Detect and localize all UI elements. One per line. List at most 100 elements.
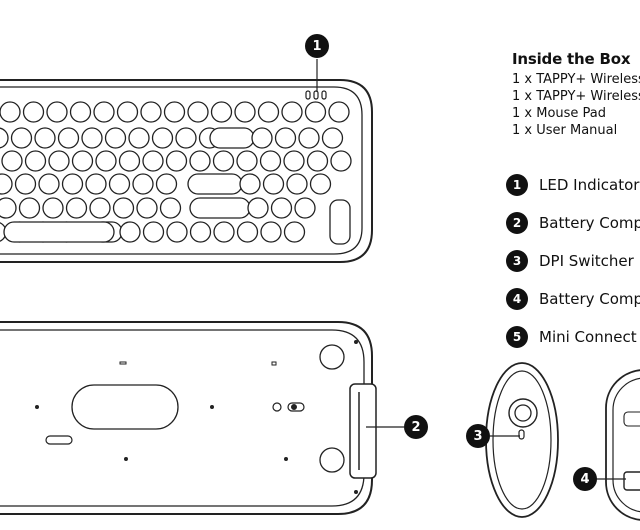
legend-item: 5 Mini Connect xyxy=(506,318,640,356)
keycap xyxy=(89,197,111,219)
callout-4-badge: 4 xyxy=(573,467,597,491)
keycap xyxy=(259,150,282,172)
keycap xyxy=(108,173,131,195)
keycap xyxy=(251,127,273,149)
keycap xyxy=(166,221,188,243)
keycap xyxy=(306,150,329,172)
keycap xyxy=(116,101,139,123)
keycap-grid xyxy=(0,101,352,245)
keycap xyxy=(142,221,165,243)
legend-label: Battery Comp xyxy=(539,290,640,308)
legend-item: 4 Battery Comp xyxy=(506,280,640,318)
keycap xyxy=(236,221,259,243)
keycap xyxy=(1,150,23,172)
keycap xyxy=(159,197,182,219)
keycap xyxy=(286,173,308,195)
mouse-top-view xyxy=(485,362,559,518)
keycap xyxy=(0,197,17,219)
number-badge: 5 xyxy=(506,326,528,348)
keycap xyxy=(95,150,117,172)
keycap xyxy=(328,101,350,123)
inside-box-title: Inside the Box xyxy=(512,50,631,68)
keyboard-top-view xyxy=(0,79,373,263)
keycap xyxy=(247,197,269,219)
keycap xyxy=(10,127,33,149)
keycap xyxy=(163,101,186,123)
keycap xyxy=(0,101,21,123)
keycap xyxy=(212,150,235,172)
keycap xyxy=(234,101,256,123)
number-badge: 1 xyxy=(506,174,528,196)
legend-item: 2 Battery Comp xyxy=(506,204,640,242)
keycap xyxy=(81,127,103,149)
led-indicator-lights xyxy=(305,90,327,100)
keycap xyxy=(274,127,297,149)
keycap xyxy=(14,173,37,195)
legend-label: LED Indicator xyxy=(539,176,640,194)
keycap xyxy=(46,101,68,123)
keycap xyxy=(18,197,41,219)
keycap xyxy=(187,101,209,123)
legend-label: DPI Switcher xyxy=(539,252,634,270)
keycap xyxy=(22,101,45,123)
keycap xyxy=(128,127,150,149)
keycap xyxy=(210,101,233,123)
keycap xyxy=(283,221,306,243)
keycap xyxy=(69,101,92,123)
keycap xyxy=(304,101,327,123)
keycap xyxy=(0,173,13,195)
keycap xyxy=(281,101,303,123)
keycap-wide xyxy=(189,197,251,219)
legend-label: Battery Comp xyxy=(539,214,640,232)
keycap xyxy=(270,197,293,219)
keycap xyxy=(260,221,282,243)
keycap xyxy=(136,197,158,219)
feature-legend: 1 LED Indicator 2 Battery Comp 3 DPI Swi… xyxy=(506,166,640,356)
keycap xyxy=(257,101,280,123)
legend-label: Mini Connect xyxy=(539,328,637,346)
keycap xyxy=(24,150,47,172)
legend-item: 3 DPI Switcher xyxy=(506,242,640,280)
keycap xyxy=(236,150,258,172)
keycap xyxy=(294,197,316,219)
number-badge: 3 xyxy=(506,250,528,272)
keycap xyxy=(57,127,80,149)
keycap-wide xyxy=(3,221,115,243)
keycap xyxy=(140,101,162,123)
keycap xyxy=(104,127,127,149)
keycap xyxy=(189,150,211,172)
number-badge: 4 xyxy=(506,288,528,310)
box-item: 1 x TAPPY+ Wireless xyxy=(512,89,640,104)
box-item: 1 x User Manual xyxy=(512,123,618,138)
keycap xyxy=(155,173,178,195)
keycap xyxy=(239,173,261,195)
screw-holes xyxy=(35,340,358,494)
keycap xyxy=(213,221,235,243)
keycap xyxy=(165,150,188,172)
box-item: 1 x TAPPY+ Wireless xyxy=(512,72,640,87)
keycap xyxy=(34,127,56,149)
keycap xyxy=(175,127,197,149)
keycap xyxy=(93,101,115,123)
keycap-wide xyxy=(209,127,255,149)
keycap-enter xyxy=(329,199,351,245)
keycap xyxy=(298,127,320,149)
keycap xyxy=(132,173,154,195)
box-item: 1 x Mouse Pad xyxy=(512,106,607,121)
keycap xyxy=(151,127,174,149)
keycap xyxy=(85,173,107,195)
keycap xyxy=(321,127,344,149)
keycap xyxy=(309,173,332,195)
dpi-button xyxy=(518,429,525,440)
keycap xyxy=(42,197,64,219)
keycap xyxy=(119,221,141,243)
keycap xyxy=(118,150,141,172)
keycap xyxy=(0,127,9,149)
keycap xyxy=(142,150,164,172)
keyboard-bottom-view xyxy=(0,321,377,515)
battery-compartment-keyboard xyxy=(349,383,377,479)
mouse-bottom-view xyxy=(605,369,640,521)
callout-1-badge: 1 xyxy=(305,34,329,58)
keycap xyxy=(65,197,88,219)
